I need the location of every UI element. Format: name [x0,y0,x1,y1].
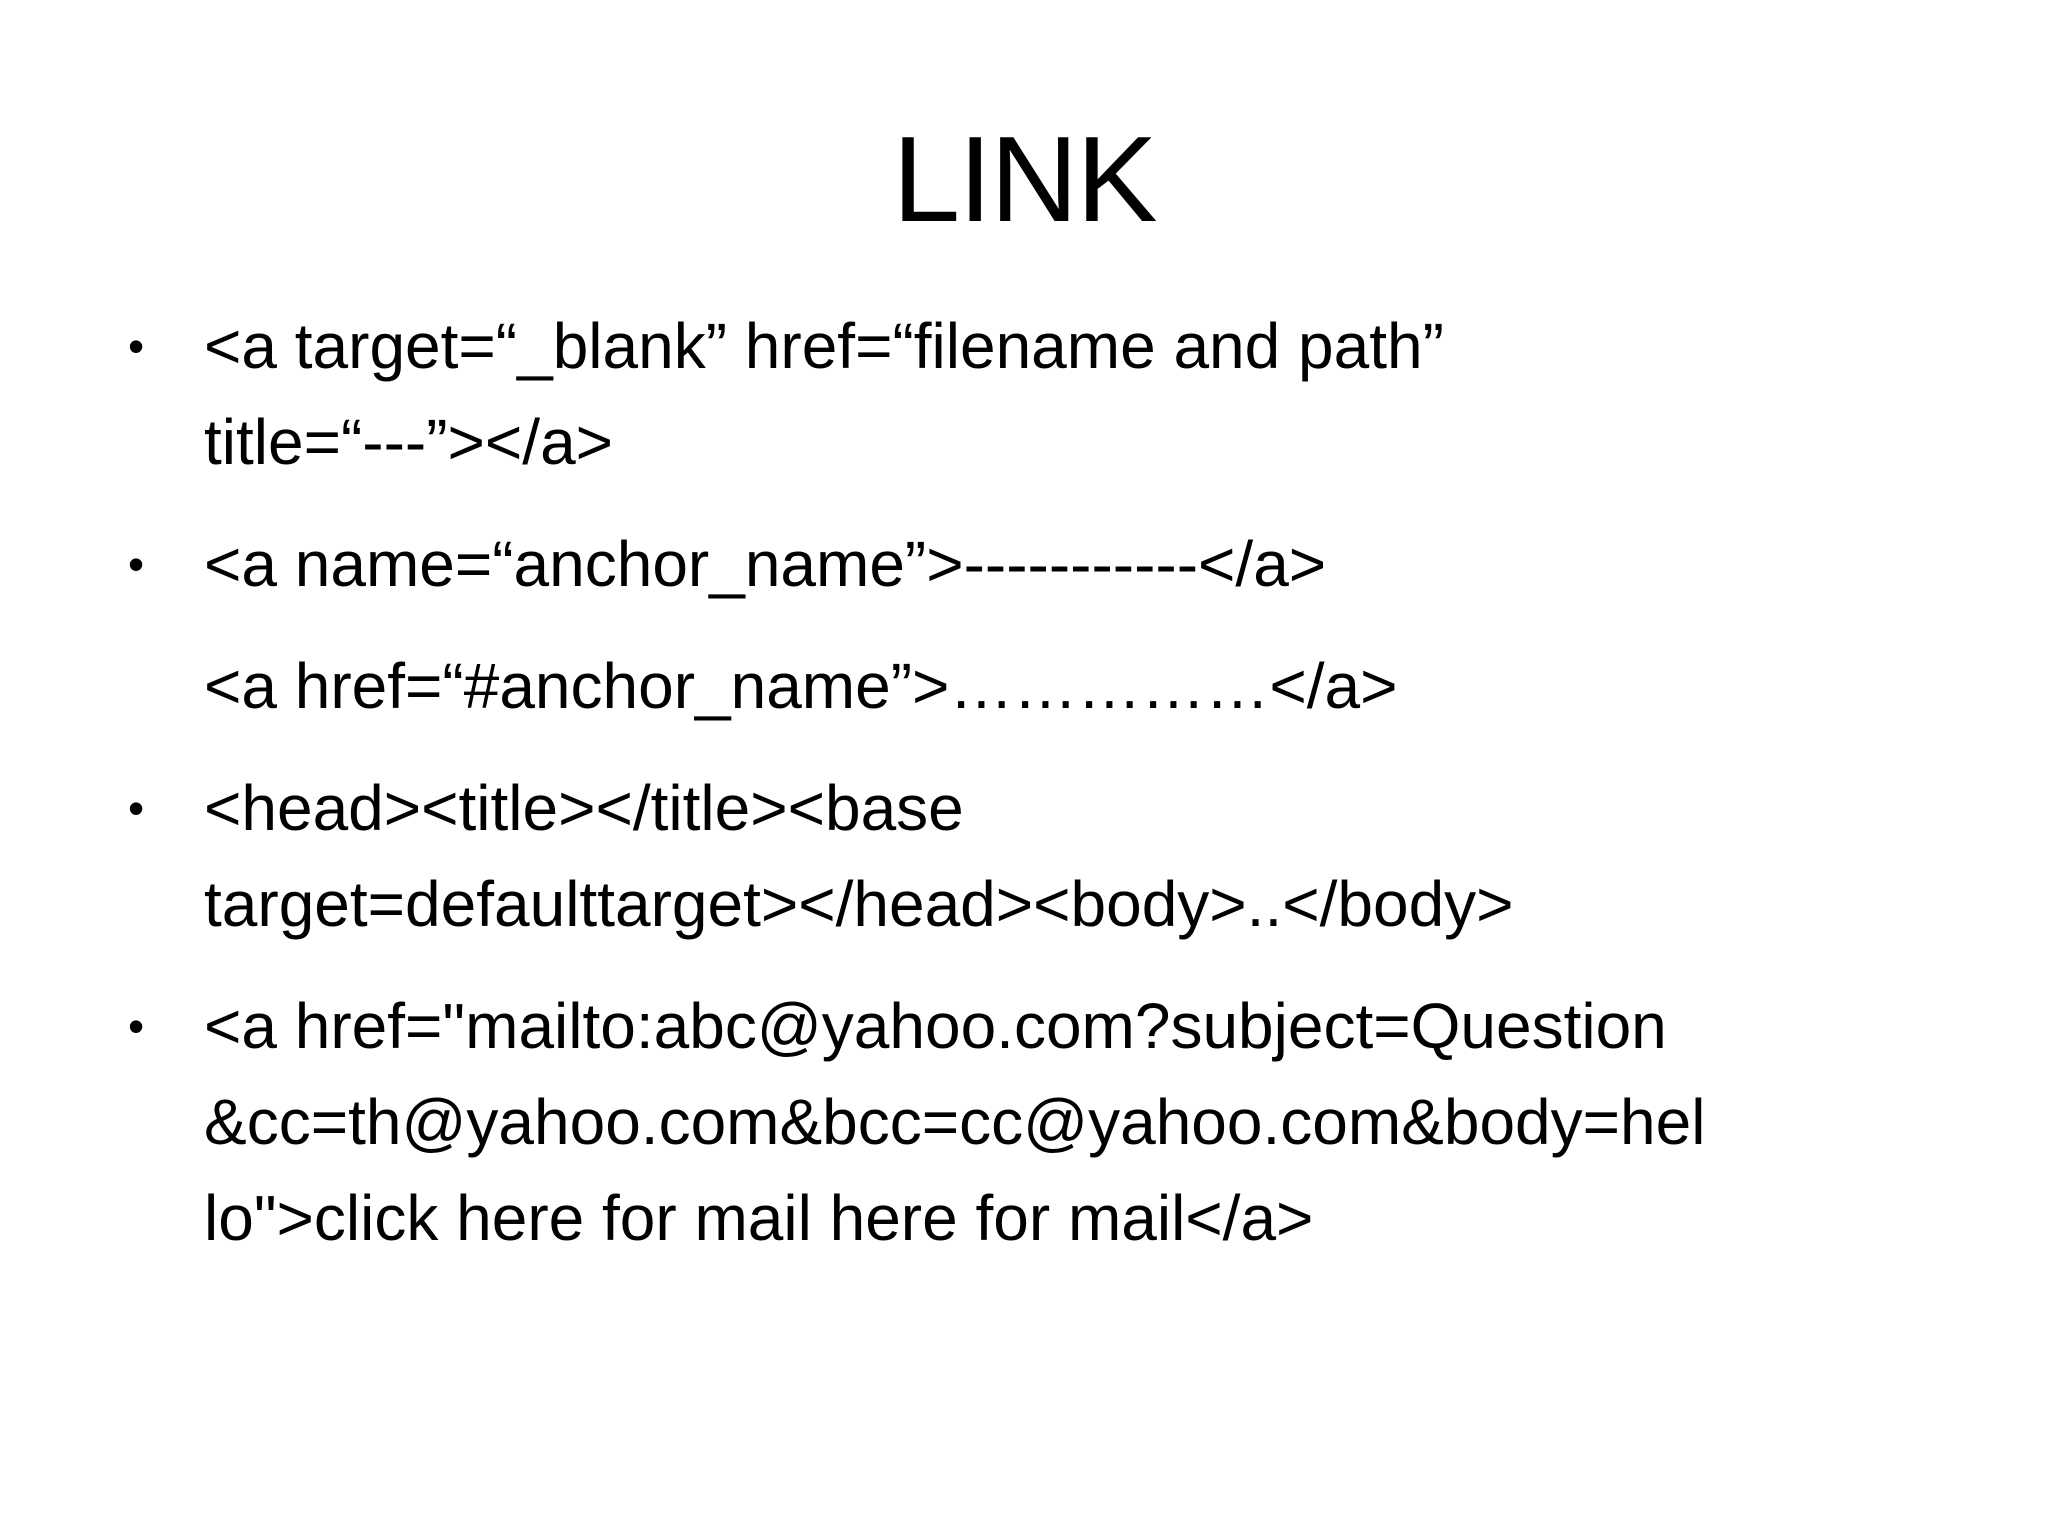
bullet-item: • <a name=“anchor_name”>-----------</a> [122,516,1948,612]
bullet-item: • <a href="mailto:abc@yahoo.com?subject=Q… [122,978,1948,1266]
bullet-marker-icon: • [128,320,145,373]
bullet-text-block: <head><title></title><base target=default… [204,760,1948,952]
bullet-text-block: <a href="mailto:abc@yahoo.com?subject=Qu… [204,978,1948,1266]
bullet-text-block: <a target=“_blank” href=“filename and pa… [204,298,1948,490]
bullet-line-text: &cc=th@yahoo.com&bcc=cc@yahoo.com&body=h… [204,1086,1706,1159]
bullet-text-block: <a name=“anchor_name”>-----------</a> [204,516,1948,612]
bullet-line-text: <a href=“#anchor_name”>……………</a> [204,650,1398,723]
bullet-line-text: <a target=“_blank” href=“filename and pa… [204,310,1444,383]
bullet-marker-icon: • [128,1000,145,1053]
bullet-line-text: lo">click here for mail here for mail</a… [204,1182,1314,1255]
bullet-item: • <a target=“_blank” href=“filename and p… [122,298,1948,490]
bullet-line-text: <head><title></title><base [204,772,964,845]
bullet-list: • <a target=“_blank” href=“filename and p… [122,298,1948,1266]
bullet-line-text: <a name=“anchor_name”>-----------</a> [204,528,1327,601]
bullet-text-block: <a href=“#anchor_name”>……………</a> [204,638,1948,734]
slide-title: LINK [892,111,1157,247]
bullet-marker-icon: • [128,782,145,835]
bullet-line-text: <a href="mailto:abc@yahoo.com?subject=Qu… [204,990,1667,1063]
bullet-marker-icon: • [128,538,145,591]
bullet-line-text: target=defaulttarget></head><body>..</bo… [204,868,1514,941]
bullet-item: • <head><title></title><base target=defaul… [122,760,1948,952]
bullet-item: <a href=“#anchor_name”>……………</a> [122,638,1948,734]
bullet-line-text: title=“---”></a> [204,406,614,479]
